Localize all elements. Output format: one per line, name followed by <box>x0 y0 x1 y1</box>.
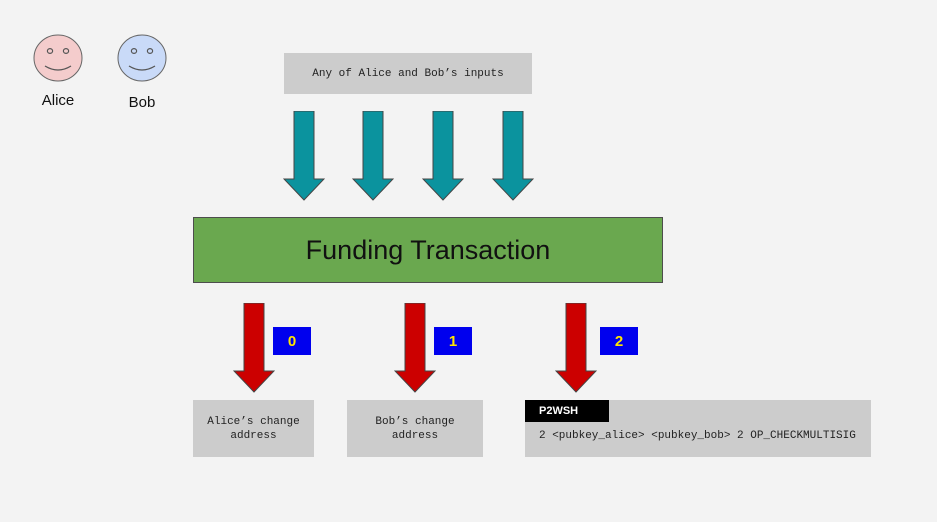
input-arrow-icon <box>422 111 464 201</box>
funding-transaction-box: Funding Transaction <box>193 217 663 283</box>
inputs-label: Any of Alice and Bob’s inputs <box>312 67 504 80</box>
output-index-label: 1 <box>448 332 458 350</box>
input-arrow-icon <box>492 111 534 201</box>
output-arrow-icon <box>394 303 436 393</box>
output-arrow-icon <box>555 303 597 393</box>
output-arrow-icon <box>233 303 275 393</box>
output-label-line: address <box>391 429 439 442</box>
bob-change-output-box: Bob’s change address <box>347 400 483 457</box>
p2wsh-tag-label: P2WSH <box>539 405 579 417</box>
p2wsh-tag: P2WSH <box>525 400 609 422</box>
bob-label: Bob <box>128 94 156 111</box>
input-arrow-icon <box>283 111 325 201</box>
output-label-line: address <box>230 429 277 442</box>
output-label-line: Alice’s change <box>207 415 300 428</box>
output-index-label: 2 <box>614 332 624 350</box>
input-arrow-icon <box>352 111 394 201</box>
output-index-badge: 2 <box>600 327 638 355</box>
output-index-badge: 0 <box>273 327 311 355</box>
output-label-line: Bob’s change <box>375 415 455 428</box>
inputs-box: Any of Alice and Bob’s inputs <box>284 53 532 94</box>
multisig-script: 2 <pubkey_alice> <pubkey_bob> 2 OP_CHECK… <box>539 430 856 442</box>
output-index-label: 0 <box>287 332 297 350</box>
funding-transaction-label: Funding Transaction <box>305 234 551 265</box>
bob-face-icon <box>117 34 167 82</box>
alice-face-icon <box>33 34 83 82</box>
alice-change-output-box: Alice’s change address <box>193 400 314 457</box>
alice-label: Alice <box>41 92 75 109</box>
output-index-badge: 1 <box>434 327 472 355</box>
